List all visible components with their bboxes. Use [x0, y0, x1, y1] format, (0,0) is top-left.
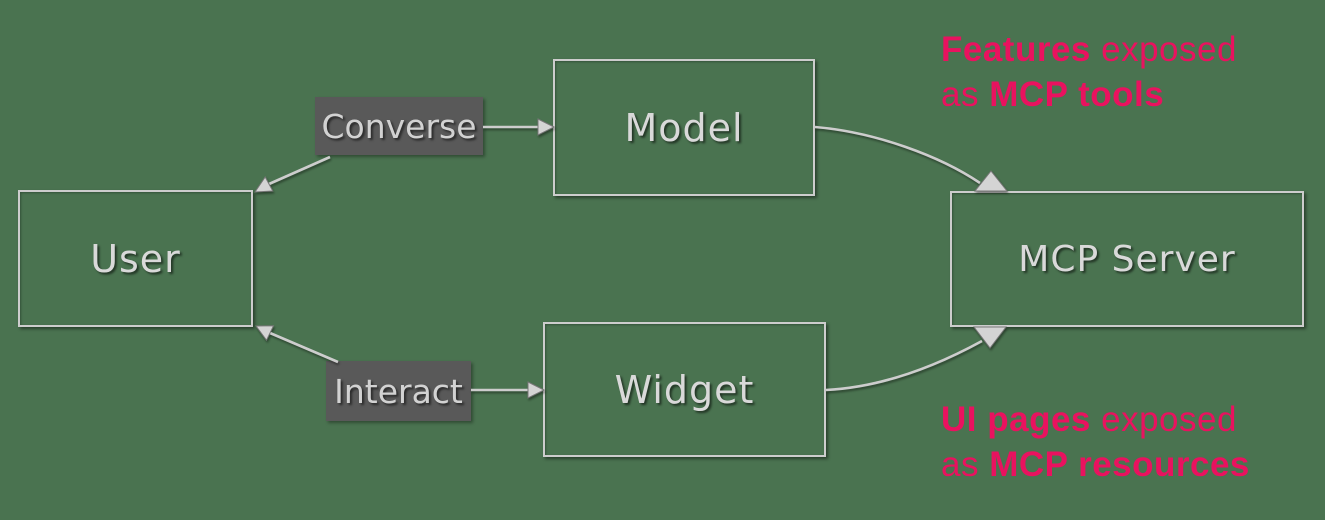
- features-annotation-line2: as MCP tools: [941, 75, 1164, 114]
- features-annotation-line1: Features exposed: [941, 30, 1237, 69]
- edge-model-to-mcp-server: [814, 125, 981, 185]
- arrowhead-into-widget: [527, 381, 546, 399]
- arrowhead-into-user-bottom: [255, 325, 275, 342]
- interact-edge-label-text: Interact: [334, 371, 463, 411]
- arrowhead-mcp-server-top: [973, 170, 1009, 192]
- model-node-label: Model: [624, 105, 744, 150]
- ui-pages-annotation-bold1: UI pages: [941, 400, 1091, 439]
- mcp-server-node: MCP Server: [950, 191, 1304, 327]
- features-annotation-bold1: Features: [941, 30, 1091, 69]
- ui-pages-annotation-rest1: exposed: [1090, 400, 1237, 439]
- widget-node-label: Widget: [614, 367, 755, 412]
- edge-converse-to-user: [268, 155, 331, 186]
- ui-pages-annotation-line2: as MCP resources: [941, 445, 1250, 484]
- ui-pages-annotation-bold2: MCP resources: [989, 445, 1250, 484]
- user-node-label: User: [90, 236, 181, 281]
- ui-pages-annotation-start2: as: [941, 445, 990, 484]
- interact-edge-label: Interact: [326, 361, 471, 421]
- converse-edge-label-text: Converse: [321, 106, 477, 146]
- arrowhead-into-user-top: [254, 176, 274, 193]
- features-annotation-start2: as: [941, 75, 990, 114]
- user-node: User: [18, 190, 253, 327]
- converse-edge-label: Converse: [315, 97, 483, 155]
- mcp-server-node-label: MCP Server: [1018, 238, 1236, 280]
- arrowhead-into-model: [537, 118, 556, 136]
- model-node: Model: [553, 59, 815, 196]
- ui-pages-annotation-line1: UI pages exposed: [941, 400, 1237, 439]
- widget-node: Widget: [543, 322, 826, 457]
- edge-widget-to-mcp-server: [825, 339, 983, 392]
- edge-interact-to-user: [269, 331, 339, 364]
- features-annotation-rest1: exposed: [1090, 30, 1237, 69]
- ui-pages-annotation: UI pages exposed as MCP resources: [941, 397, 1250, 487]
- features-annotation-bold2: MCP tools: [989, 75, 1165, 114]
- features-annotation: Features exposed as MCP tools: [941, 27, 1237, 117]
- arrowhead-mcp-server-bottom: [972, 326, 1008, 349]
